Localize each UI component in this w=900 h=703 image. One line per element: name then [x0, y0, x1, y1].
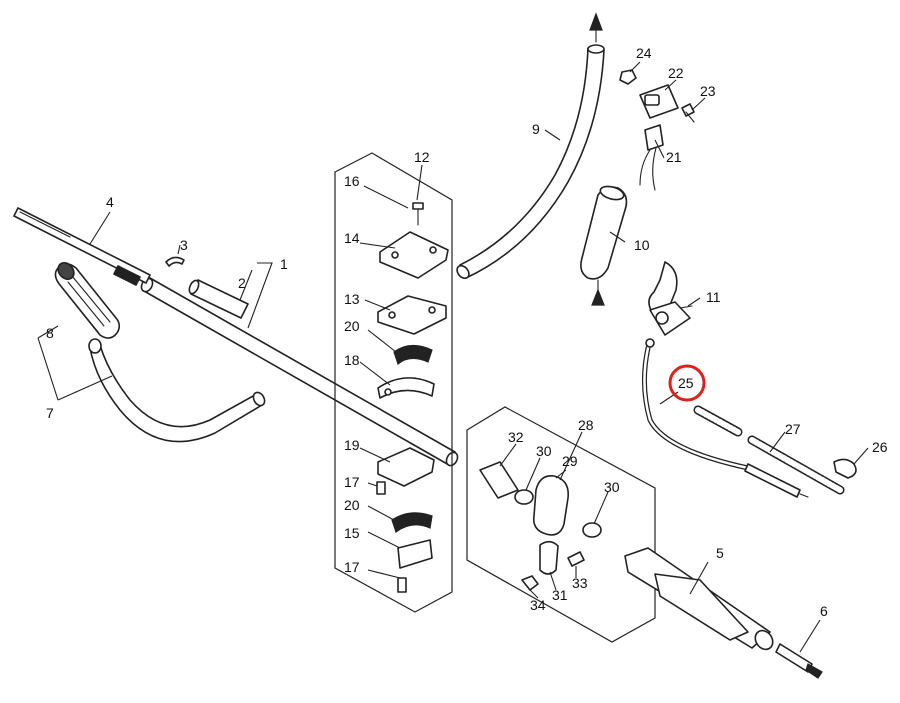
bracket-31 [539, 540, 559, 575]
callout-labels: 1 2 3 4 5 6 7 8 9 10 11 12 13 14 15 16 1… [46, 45, 888, 619]
label-4: 4 [106, 194, 114, 210]
label-20a: 20 [344, 318, 360, 334]
label-10: 10 [634, 237, 650, 253]
screw-23 [681, 103, 695, 123]
left-grip [54, 261, 121, 339]
label-19: 19 [344, 437, 360, 453]
label-15: 15 [344, 525, 360, 541]
throttle-cable [641, 338, 809, 498]
label-14: 14 [344, 230, 360, 246]
insert-20a [393, 344, 433, 366]
leader-lines [37, 61, 869, 653]
label-2: 2 [238, 275, 246, 291]
label-23: 23 [700, 83, 716, 99]
upper-handle-tube [456, 12, 605, 280]
clamp-13 [377, 295, 447, 335]
label-28: 28 [578, 417, 594, 433]
bolt-33 [567, 551, 585, 567]
screw-17a [376, 481, 386, 495]
label-3: 3 [180, 237, 188, 253]
label-12: 12 [414, 149, 430, 165]
label-1: 1 [280, 256, 288, 272]
nut-34 [521, 575, 539, 591]
clamp-upper-14 [379, 231, 449, 279]
highlight-circle [668, 364, 706, 402]
inner-rod [13, 207, 151, 286]
label-7: 7 [46, 405, 54, 421]
label-8: 8 [46, 325, 54, 341]
drive-shaft-housing [624, 547, 774, 651]
ring-30b [582, 522, 602, 538]
clamp-18 [377, 377, 435, 399]
shaft-tip [775, 643, 823, 679]
throttle-lever [648, 261, 693, 336]
clamp-15 [397, 539, 433, 569]
right-grip [580, 185, 628, 306]
label-22: 22 [668, 65, 684, 81]
label-17a: 17 [344, 474, 360, 490]
switch-assembly [639, 84, 679, 191]
insert-20b [391, 512, 433, 533]
cable-clip [833, 458, 857, 479]
label-13: 13 [344, 291, 360, 307]
label-27: 27 [785, 421, 801, 437]
clip-ring [165, 256, 185, 267]
spring-short [693, 405, 743, 437]
label-20b: 20 [344, 497, 360, 513]
spring-long [747, 435, 845, 495]
label-34: 34 [530, 597, 546, 613]
sleeve-piece [188, 279, 249, 319]
label-26: 26 [872, 439, 888, 455]
label-18: 18 [344, 352, 360, 368]
label-31: 31 [552, 587, 568, 603]
label-11: 11 [706, 289, 721, 305]
kit-box-28 [466, 406, 656, 643]
label-29: 29 [562, 453, 578, 469]
label-24: 24 [636, 45, 652, 61]
label-16: 16 [344, 173, 360, 189]
kit-box-12 [334, 152, 453, 613]
label-25: 25 [678, 375, 694, 391]
label-30b: 30 [604, 479, 620, 495]
screw-16 [412, 202, 424, 226]
label-9: 9 [532, 121, 540, 137]
label-30a: 30 [536, 443, 552, 459]
clamp-19 [377, 447, 435, 487]
nut-24 [619, 69, 637, 85]
label-17b: 17 [344, 559, 360, 575]
label-32: 32 [508, 429, 524, 445]
label-6: 6 [820, 603, 828, 619]
front-handle-tube [88, 338, 266, 443]
sleeve-32 [479, 461, 519, 499]
clamp-29 [532, 474, 570, 536]
ring-30a [514, 489, 534, 505]
label-33: 33 [572, 575, 588, 591]
label-5: 5 [716, 545, 724, 561]
screw-17b [397, 577, 407, 593]
label-21: 21 [666, 149, 682, 165]
